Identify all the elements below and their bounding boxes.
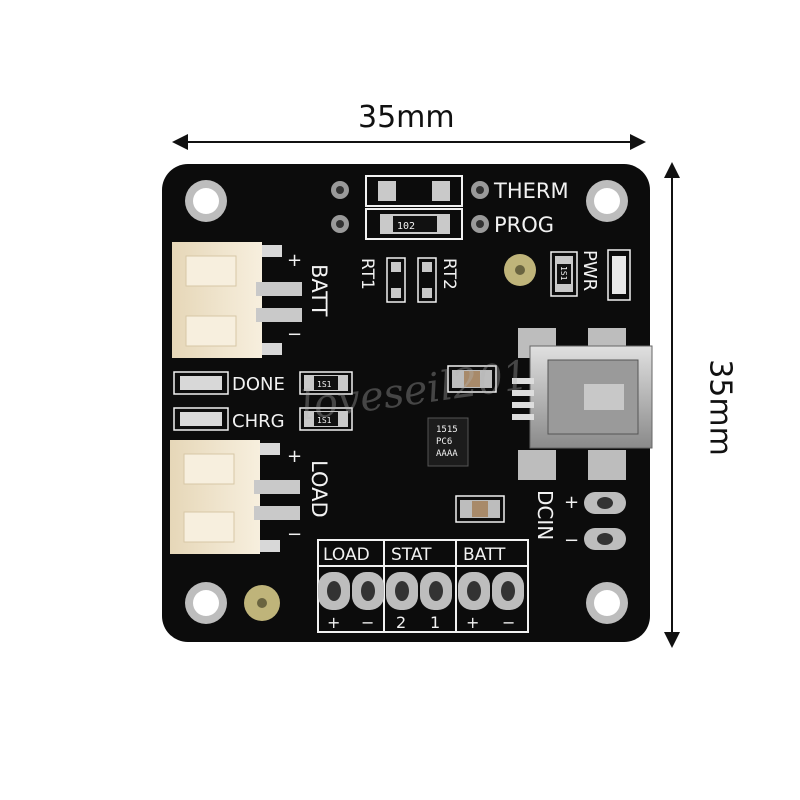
ic-marking-2: PC6	[436, 437, 452, 447]
width-dimension-label: 35mm	[358, 100, 455, 135]
pwr-resistor-code: 1S1	[559, 266, 568, 281]
batt-connector-label: BATT	[307, 264, 331, 317]
done-resistor-code: 1S1	[317, 380, 332, 389]
done-resistor	[299, 371, 353, 395]
terminal-load-pin1: +	[327, 613, 340, 632]
batt-plus: +	[287, 250, 302, 271]
done-label: DONE	[232, 374, 285, 395]
terminal-stat-pin2: 1	[430, 613, 440, 632]
rt1-label: RT1	[357, 258, 377, 290]
chrg-resistor-code: 1S1	[317, 416, 332, 425]
batt-minus: −	[287, 324, 302, 345]
done-led	[173, 371, 229, 395]
ic-marking-1: 1515	[436, 425, 458, 435]
terminal-stat-label: STAT	[391, 545, 432, 565]
prog-label: PROG	[494, 213, 554, 237]
chrg-resistor	[299, 407, 353, 431]
dcin-minus: −	[564, 530, 579, 551]
terminal-batt-label: BATT	[463, 545, 506, 565]
charger-ic	[427, 417, 469, 467]
pwr-led	[607, 249, 631, 301]
load-connector	[170, 440, 300, 554]
terminal-batt-pin2: −	[502, 613, 515, 632]
load-plus: +	[287, 446, 302, 467]
load-connector-label: LOAD	[307, 460, 331, 518]
capacitor	[447, 365, 497, 393]
therm-label: THERM	[493, 179, 569, 203]
batt-connector	[172, 242, 302, 358]
chrg-label: CHRG	[232, 411, 285, 432]
prog-resistor-code: 102	[397, 221, 415, 232]
therm-prog-block	[331, 175, 489, 240]
chrg-led	[173, 407, 229, 431]
terminal-load-pin2: −	[361, 613, 374, 632]
mini-usb-port	[512, 328, 653, 480]
capacitor	[455, 495, 505, 523]
dcin-label: DCIN	[533, 490, 557, 540]
dcin-plus: +	[564, 492, 579, 513]
rt2-label: RT2	[439, 258, 459, 290]
mounting-holes	[185, 180, 628, 624]
terminal-stat-pin1: 2	[396, 613, 406, 632]
pwr-resistor	[550, 251, 578, 297]
terminal-batt-pin1: +	[466, 613, 479, 632]
terminal-load-label: LOAD	[323, 545, 370, 565]
ic-marking-3: AAAA	[436, 449, 458, 459]
rt-resistors	[386, 257, 437, 303]
terminal-block	[317, 539, 529, 633]
load-minus: −	[287, 524, 302, 545]
dcin-pads	[584, 492, 626, 550]
pwr-label: PWR	[579, 250, 600, 291]
